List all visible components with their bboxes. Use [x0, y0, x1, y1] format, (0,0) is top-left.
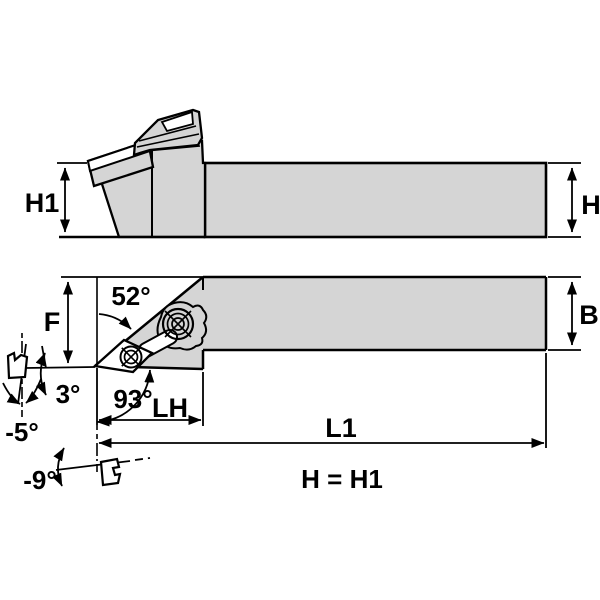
side-view — [59, 108, 548, 239]
neg9-arc — [52, 447, 65, 487]
side-view-dimensions — [57, 162, 581, 238]
neg9-insert-profile — [99, 457, 122, 487]
clamp-recess — [160, 110, 194, 133]
neg5-arc-right — [25, 378, 42, 404]
label-l1: L1 — [325, 413, 357, 443]
arc-52 — [98, 313, 132, 330]
top-view-dimensions — [2, 276, 581, 487]
label-f: F — [44, 307, 61, 337]
label-angle-93: 93° — [113, 384, 152, 414]
clamp-screw-icon — [161, 307, 195, 341]
label-angle-52: 52° — [111, 281, 150, 311]
arc-3 — [35, 352, 47, 396]
label-angle-neg5: -5° — [5, 417, 39, 447]
top-view-shank — [204, 277, 546, 350]
label-h: H — [581, 190, 600, 220]
label-angle-neg9: -9° — [23, 465, 57, 495]
top-view — [92, 275, 548, 374]
label-lh: LH — [152, 393, 188, 423]
label-equation: H = H1 — [301, 464, 383, 494]
neg9-tilt-dash — [134, 457, 151, 461]
label-angle-3: 3° — [56, 379, 81, 409]
label-b: B — [579, 300, 599, 330]
tip-reference-line — [24, 366, 96, 369]
clamp-bottom-line — [136, 133, 200, 148]
clamp-ridge-line — [138, 125, 197, 142]
side-view-shank — [203, 161, 548, 239]
insert-screw-icon — [119, 345, 143, 369]
neg5-arc-left — [2, 382, 21, 405]
neg5-insert-profile — [6, 351, 29, 380]
label-h1: H1 — [25, 188, 60, 218]
